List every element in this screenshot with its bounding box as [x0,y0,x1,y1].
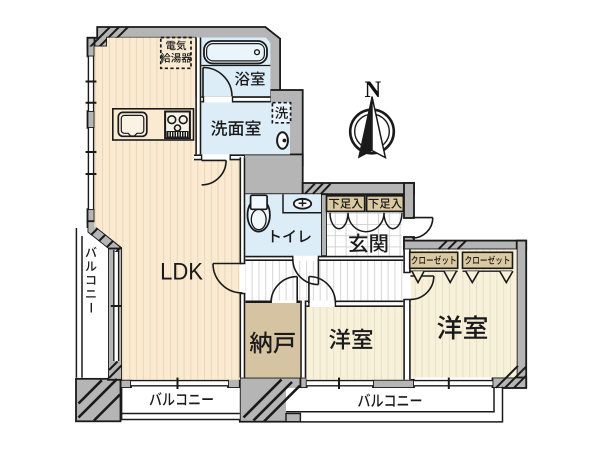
svg-text:N: N [364,77,381,102]
svg-text:LDK: LDK [160,257,203,284]
